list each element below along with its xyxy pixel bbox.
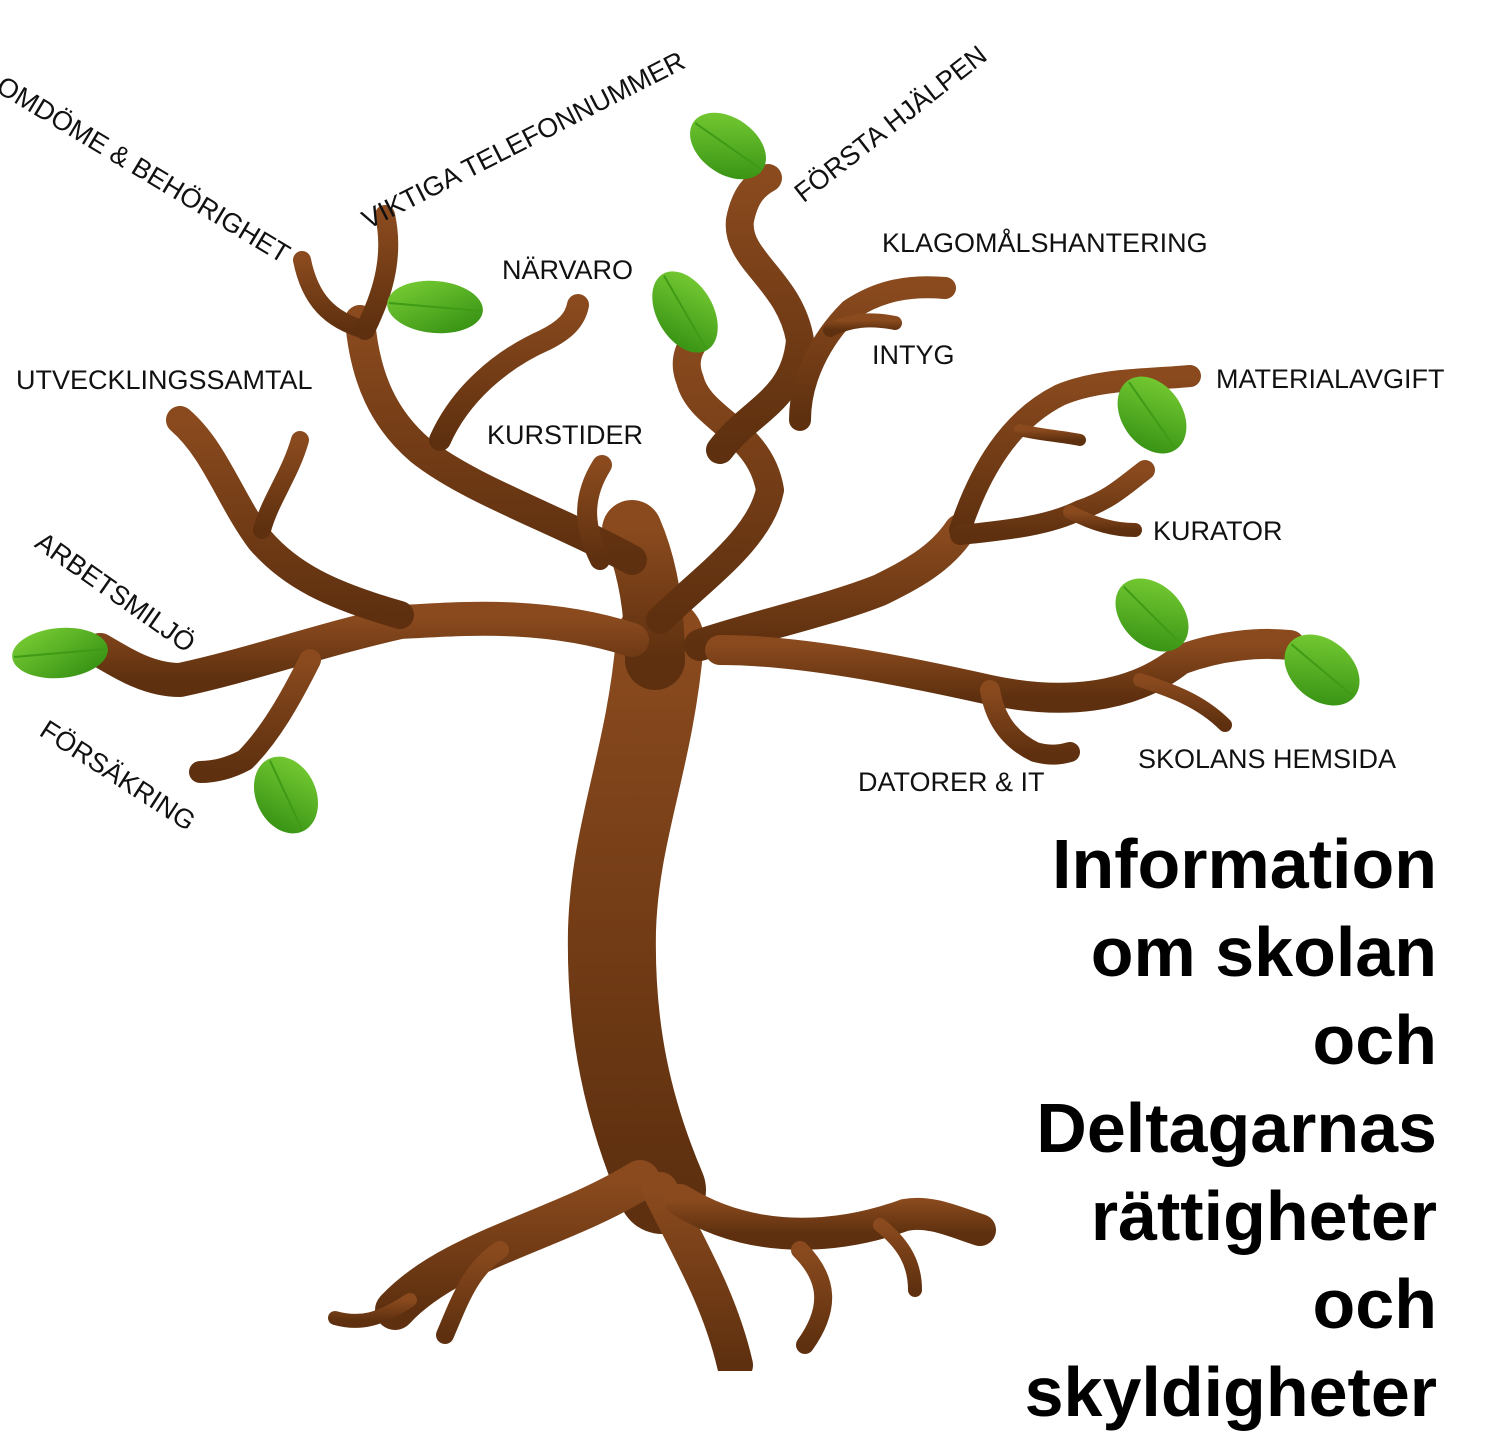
root-right-2 bbox=[791, 1241, 833, 1354]
leaf-icon bbox=[12, 627, 108, 679]
title-line: och bbox=[1312, 1265, 1437, 1343]
leaf-icon bbox=[652, 271, 718, 353]
title-line: rättigheter bbox=[1090, 1177, 1437, 1255]
branch-left bbox=[83, 601, 649, 697]
branch-lower-right bbox=[705, 628, 1305, 713]
branch-kurator-twig bbox=[1063, 505, 1142, 537]
title-line: Deltagarnas bbox=[1036, 1089, 1437, 1167]
label-klagomal: KLAGOMÅLSHANTERING bbox=[882, 228, 1208, 258]
root-left bbox=[375, 1160, 660, 1330]
branch-klagomal bbox=[789, 276, 956, 431]
label-datorer: DATORER & IT bbox=[858, 767, 1045, 797]
branch-left-down bbox=[189, 649, 321, 783]
branch-upper-left bbox=[345, 305, 647, 575]
label-kurstider: KURSTIDER bbox=[487, 420, 644, 450]
branch-material-twig bbox=[1014, 424, 1086, 446]
label-utveckling: UTVECKLINGSSAMTAL bbox=[16, 365, 313, 395]
leaf-icon bbox=[387, 280, 483, 334]
branch-left-up-twig bbox=[253, 431, 309, 539]
root-far-left bbox=[328, 1293, 417, 1328]
root-right-3 bbox=[873, 1218, 922, 1297]
page-title: Information om skolan och Deltagarnas rä… bbox=[1025, 820, 1437, 1436]
trunk-upper bbox=[602, 500, 685, 690]
title-line: och bbox=[1312, 1001, 1437, 1079]
root-left-2 bbox=[436, 1241, 509, 1344]
leaf-icon bbox=[253, 756, 319, 834]
branch-datorer bbox=[980, 680, 1080, 765]
label-narvaro: NÄRVARO bbox=[502, 255, 634, 285]
branch-omdome-twig bbox=[293, 251, 374, 339]
branch-hemsida-twig bbox=[1133, 673, 1232, 732]
title-line: skyldigheter bbox=[1024, 1353, 1437, 1431]
trunk bbox=[567, 596, 706, 1234]
leaf-icon bbox=[1284, 634, 1360, 706]
branch-viktiga-twig bbox=[355, 205, 399, 340]
label-intyg: INTYG bbox=[872, 340, 955, 370]
label-kurator: KURATOR bbox=[1153, 516, 1283, 546]
title-line: Information bbox=[1052, 825, 1437, 903]
branch-left-up bbox=[166, 406, 414, 629]
leaf-icon bbox=[1115, 578, 1189, 652]
branch-forsta bbox=[706, 164, 814, 464]
tree-illustration bbox=[12, 112, 1360, 1371]
leaf-icon bbox=[690, 112, 766, 180]
root-right bbox=[664, 1184, 996, 1250]
branch-center bbox=[646, 321, 784, 634]
branch-right-main bbox=[684, 514, 976, 661]
branch-kurstider-twig bbox=[577, 455, 612, 570]
leaf-icon bbox=[1117, 376, 1187, 454]
title-line: om skolan bbox=[1090, 913, 1437, 991]
label-material: MATERIALAVGIFT bbox=[1216, 364, 1445, 394]
label-hemsida: SKOLANS HEMSIDA bbox=[1138, 744, 1397, 774]
tree-branches bbox=[83, 164, 1305, 1371]
tree-leaves bbox=[12, 112, 1360, 834]
branch-narvaro bbox=[429, 294, 589, 451]
branch-intyg-twig bbox=[823, 313, 902, 337]
